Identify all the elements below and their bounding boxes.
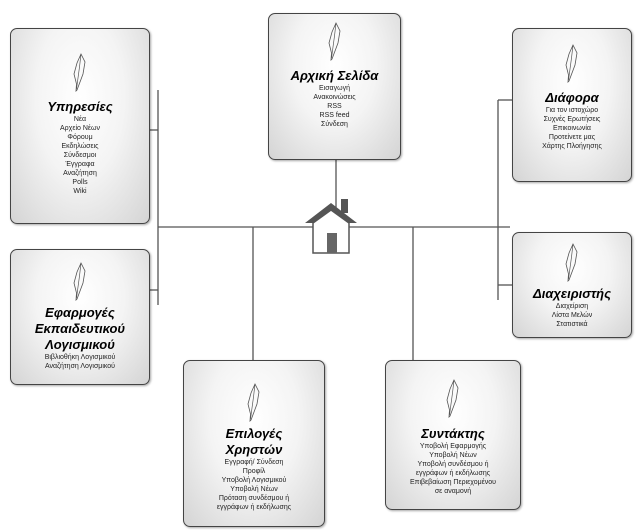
list-item[interactable]: Νέα	[73, 116, 87, 123]
list-item[interactable]: εγγράφων ή εκδήλωσης	[415, 470, 491, 477]
user-options-items: Εγγραφή/ Σύνδεση Προφίλ Υποβολή Λογισμικ…	[184, 458, 324, 512]
house-roof	[305, 203, 357, 223]
quill-icon	[73, 262, 86, 302]
admin-box[interactable]: Διαχειριστής Διαχείριση Λίστα Μελών Στατ…	[512, 232, 632, 338]
educational-software-items: Βιβλιοθήκη Λογισμικού Αναζήτηση Λογισμικ…	[11, 353, 149, 371]
quill-icon	[73, 53, 86, 93]
list-item[interactable]: Προτείνετε μας	[548, 134, 596, 141]
house-body	[312, 209, 350, 254]
list-item[interactable]: Υποβολή Λογισμικού	[221, 477, 287, 484]
quill-icon	[565, 243, 578, 283]
list-item[interactable]: Υποβολή Νέων	[230, 486, 278, 493]
list-item[interactable]: Εγγραφή/ Σύνδεση	[224, 459, 284, 466]
list-item[interactable]: Αναζήτηση Λογισμικού	[44, 363, 116, 370]
home-items: Εισαγωγή Ανακοινώσεις RSS RSS feed Σύνδε…	[269, 84, 400, 129]
user-options-box[interactable]: Επιλογές Χρηστών Εγγραφή/ Σύνδεση Προφίλ…	[183, 360, 325, 527]
list-item[interactable]: Χάρτης Πλοήγησης	[542, 143, 602, 150]
list-item[interactable]: Επικοινωνία	[553, 125, 591, 132]
services-title: Υπηρεσίες	[47, 99, 113, 114]
misc-items: Για τον ιστοχώρο Συχνές Ερωτήσεις Επικοι…	[513, 106, 631, 151]
list-item[interactable]: Στατιστικά	[556, 321, 588, 328]
list-item[interactable]: Προφίλ	[242, 468, 266, 475]
educational-software-box[interactable]: Εφαρμογές Εκπαιδευτικού Λογισμικού Βιβλι…	[10, 249, 150, 385]
list-item[interactable]: Σύνδεσμοι	[63, 152, 97, 159]
services-items: Νέα Αρχείο Νέων Φόρουμ Εκδηλώσεις Σύνδεσ…	[11, 115, 149, 196]
list-item[interactable]: Για τον ιστοχώρο	[545, 107, 599, 114]
editor-box[interactable]: Συντάκτης Υποβολή Εφαρμογής Υποβολή Νέων…	[385, 360, 521, 510]
quill-icon	[446, 379, 459, 419]
quill-icon	[328, 22, 340, 62]
misc-box[interactable]: Διάφορα Για τον ιστοχώρο Συχνές Ερωτήσει…	[512, 28, 632, 182]
admin-title: Διαχειριστής	[532, 286, 612, 301]
list-item[interactable]: Πρόταση συνδέσμου ή	[218, 495, 290, 502]
user-options-title-line2: Χρηστών	[225, 442, 283, 457]
list-item[interactable]: Υποβολή Νέων	[429, 452, 477, 459]
misc-title: Διάφορα	[545, 90, 599, 105]
list-item[interactable]: σε αναμονή	[434, 488, 472, 495]
user-options-title-line1: Επιλογές	[225, 426, 283, 441]
list-item[interactable]: Συχνές Ερωτήσεις	[543, 116, 601, 123]
list-item[interactable]: Εκδηλώσεις	[61, 143, 99, 150]
list-item[interactable]: RSS feed	[319, 112, 350, 119]
quill-icon	[565, 44, 578, 84]
list-item[interactable]: Βιβλιοθήκη Λογισμικού	[44, 354, 116, 361]
house-chimney	[341, 199, 348, 213]
list-item[interactable]: Λίστα Μελών	[551, 312, 593, 319]
educational-software-title-line1: Εφαρμογές	[45, 305, 115, 320]
list-item[interactable]: Επιβεβαίωση Περιεχομένου	[409, 479, 497, 486]
editor-title: Συντάκτης	[421, 426, 485, 441]
list-item[interactable]: Υποβολή Εφαρμογής	[419, 443, 487, 450]
list-item[interactable]: Polls	[72, 179, 88, 186]
quill-icon	[247, 383, 260, 423]
list-item[interactable]: Έγγραφα	[65, 161, 95, 168]
list-item[interactable]: Υποβολή συνδέσμου ή	[417, 461, 489, 468]
editor-items: Υποβολή Εφαρμογής Υποβολή Νέων Υποβολή σ…	[386, 442, 520, 496]
admin-items: Διαχείριση Λίστα Μελών Στατιστικά	[513, 302, 631, 329]
list-item[interactable]: Διαχείριση	[555, 303, 589, 310]
list-item[interactable]: Εισαγωγή	[319, 85, 350, 92]
list-item[interactable]: Wiki	[73, 188, 87, 195]
list-item[interactable]: Αρχείο Νέων	[60, 125, 100, 132]
list-item[interactable]: Σύνδεση	[321, 121, 348, 128]
home-box[interactable]: Αρχική Σελίδα Εισαγωγή Ανακοινώσεις RSS …	[268, 13, 401, 160]
list-item[interactable]: Αναζήτηση	[63, 170, 97, 177]
services-box[interactable]: Υπηρεσίες Νέα Αρχείο Νέων Φόρουμ Εκδηλώσ…	[10, 28, 150, 224]
list-item[interactable]: Ανακοινώσεις	[313, 94, 356, 101]
educational-software-title-line3: Λογισμικού	[45, 337, 115, 352]
educational-software-title-line2: Εκπαιδευτικού	[34, 321, 126, 336]
list-item[interactable]: RSS	[327, 103, 342, 110]
list-item[interactable]: Φόρουμ	[67, 134, 93, 141]
home-title: Αρχική Σελίδα	[290, 68, 379, 83]
house-door	[327, 233, 337, 253]
list-item[interactable]: εγγράφων ή εκδήλωσης	[216, 504, 292, 511]
house-icon	[305, 199, 357, 254]
